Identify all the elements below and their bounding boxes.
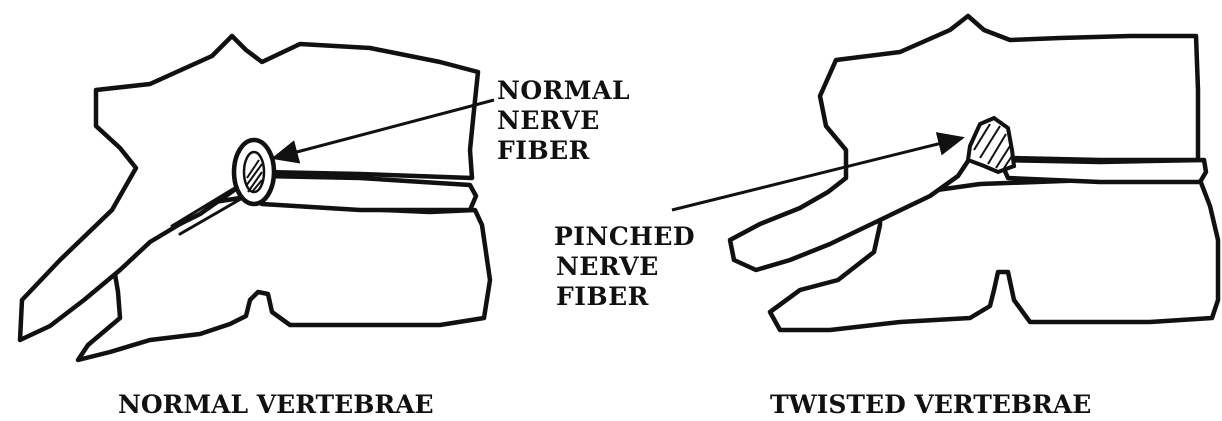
twisted-vertebrae-illustration — [672, 16, 1218, 330]
normal-nerve-label-line-2: NERVE — [497, 106, 630, 136]
twisted-disc — [1000, 160, 1206, 182]
pinched-nerve-label-line-1: PINCHED — [554, 222, 695, 252]
normal-nerve-label-line-1: NORMAL — [497, 76, 630, 106]
normal-vertebrae-illustration — [20, 36, 494, 360]
pinched-nerve-label-line-3: FIBER — [554, 282, 695, 312]
normal-disc — [262, 176, 476, 210]
pinched-nerve-label-line-2: NERVE — [554, 252, 695, 282]
normal-nerve-label-line-3: FIBER — [497, 136, 630, 166]
pinched-nerve-label: PINCHED NERVE FIBER — [554, 222, 695, 312]
normal-nerve-label: NORMAL NERVE FIBER — [497, 76, 630, 166]
twisted-vertebrae-caption: TWISTED VERTEBRAE — [770, 390, 1091, 419]
normal-vertebrae-caption: NORMAL VERTEBRAE — [118, 390, 434, 419]
